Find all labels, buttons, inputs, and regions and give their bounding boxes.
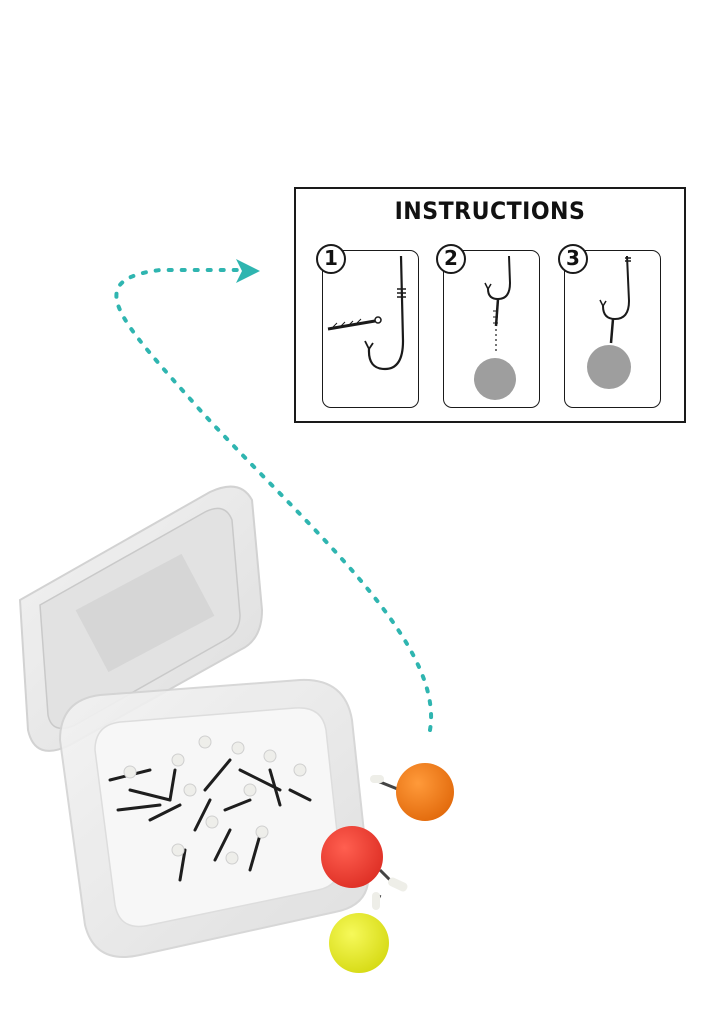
hook-with-pellet-icon <box>587 255 631 389</box>
silicone-stops <box>123 735 307 865</box>
step-3-card <box>564 250 661 408</box>
instructions-panel: INSTRUCTIONS 1 2 <box>294 187 686 423</box>
hook-and-stop-icon <box>327 255 406 371</box>
step-2-card <box>443 250 540 408</box>
hook-pellet-thread-icon <box>474 255 516 400</box>
step-2-number: 2 <box>436 244 466 274</box>
arrowhead-icon <box>236 259 260 283</box>
hooks-cluster <box>108 758 312 882</box>
step-1-card <box>322 250 419 408</box>
step-3-number: 3 <box>558 244 588 274</box>
orange-bead <box>370 763 454 821</box>
dotted-arrow-path <box>114 268 434 732</box>
step-1-number: 1 <box>316 244 346 274</box>
yellow-bead <box>329 892 389 973</box>
instructions-title: INSTRUCTIONS <box>394 197 586 225</box>
box-lid <box>18 485 264 752</box>
red-bead <box>321 826 408 892</box>
